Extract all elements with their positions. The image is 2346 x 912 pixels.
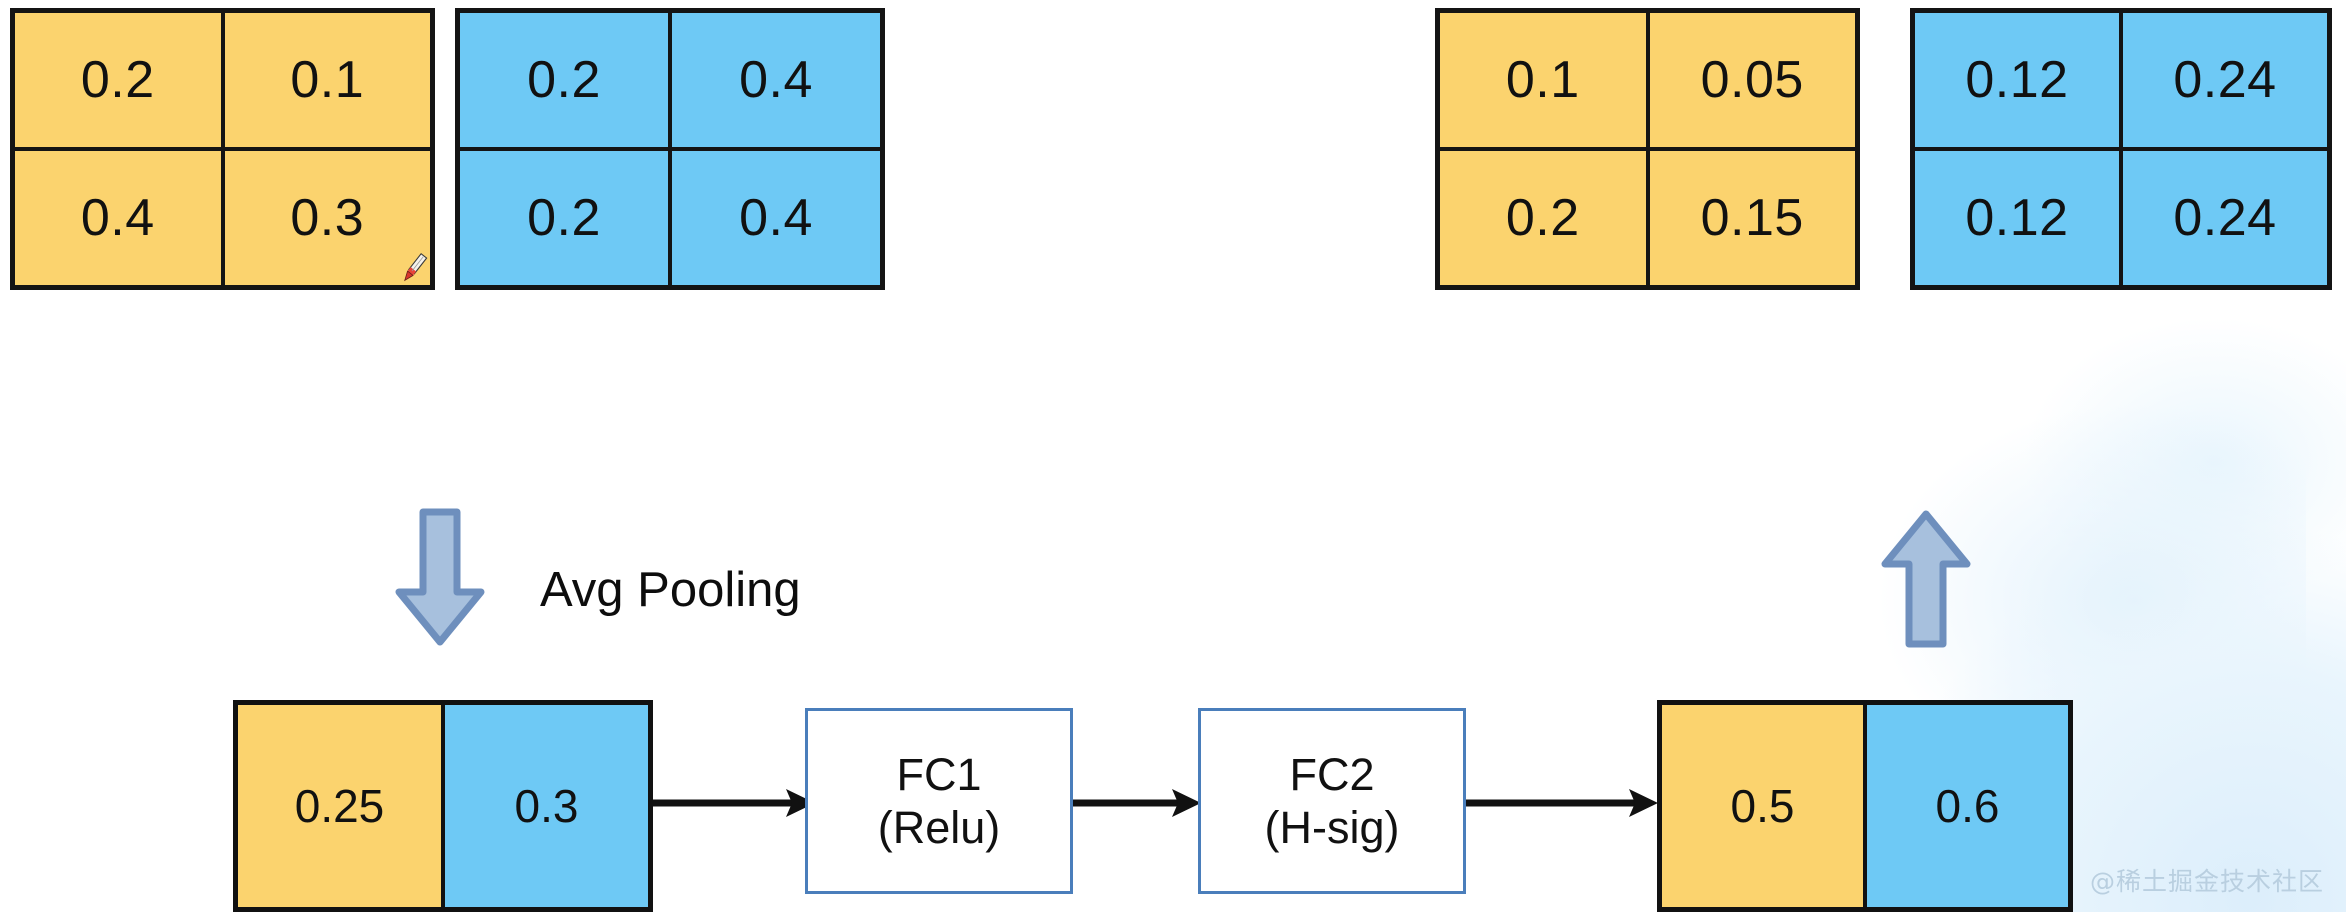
output-feature-map-channel-a: 0.1 0.05 0.2 0.15 [1435,8,1860,290]
fc1-activation: (Relu) [877,802,1001,853]
matrix-cell: 0.2 [15,13,221,147]
vector-segment: 0.5 [1662,705,1863,907]
watermark-text: @稀土掘金技术社区 [2089,867,2324,896]
connector-arrow-fc1-to-fc2 [1073,789,1201,817]
connector-arrow-pooled-to-fc1 [650,789,815,817]
matrix-cell: 0.05 [1649,13,1855,147]
matrix-cell: 0.4 [672,13,880,147]
vector-segment: 0.3 [445,705,648,907]
vector-segment: 0.25 [238,705,441,907]
up-block-arrow-icon [1881,510,1971,648]
matrix-cell: 0.24 [2123,151,2327,285]
matrix-cell: 0.4 [15,151,221,285]
matrix-cell: 0.15 [1649,151,1855,285]
avg-pooling-label: Avg Pooling [540,563,801,617]
down-block-arrow-icon [395,508,485,646]
matrix-cell: 0.3 [224,151,430,285]
matrix-cell: 0.1 [224,13,430,147]
matrix-cell: 0.2 [1440,151,1646,285]
fc2-layer-box[interactable]: FC2 (H-sig) [1198,708,1466,894]
fc2-activation: (H-sig) [1264,802,1400,853]
matrix-cell: 0.1 [1440,13,1646,147]
fc2-title: FC2 [1289,748,1375,800]
matrix-cell: 0.2 [460,151,668,285]
excitation-weights-vector: 0.5 0.6 [1657,700,2073,912]
input-feature-map-channel-a: 0.2 0.1 0.4 0.3 [10,8,435,290]
vector-segment: 0.6 [1867,705,2068,907]
output-feature-map-channel-b: 0.12 0.24 0.12 0.24 [1910,8,2332,290]
fc1-title: FC1 [896,748,982,800]
matrix-cell: 0.2 [460,13,668,147]
connector-arrow-fc2-to-weights [1466,789,1658,817]
matrix-cell: 0.12 [1915,151,2119,285]
matrix-cell: 0.24 [2123,13,2327,147]
fc1-layer-box[interactable]: FC1 (Relu) [805,708,1073,894]
matrix-cell: 0.4 [672,151,880,285]
pooled-descriptor-vector: 0.25 0.3 [233,700,653,912]
matrix-cell: 0.12 [1915,13,2119,147]
input-feature-map-channel-b: 0.2 0.4 0.2 0.4 [455,8,885,290]
background-glow-far [2016,312,2346,612]
